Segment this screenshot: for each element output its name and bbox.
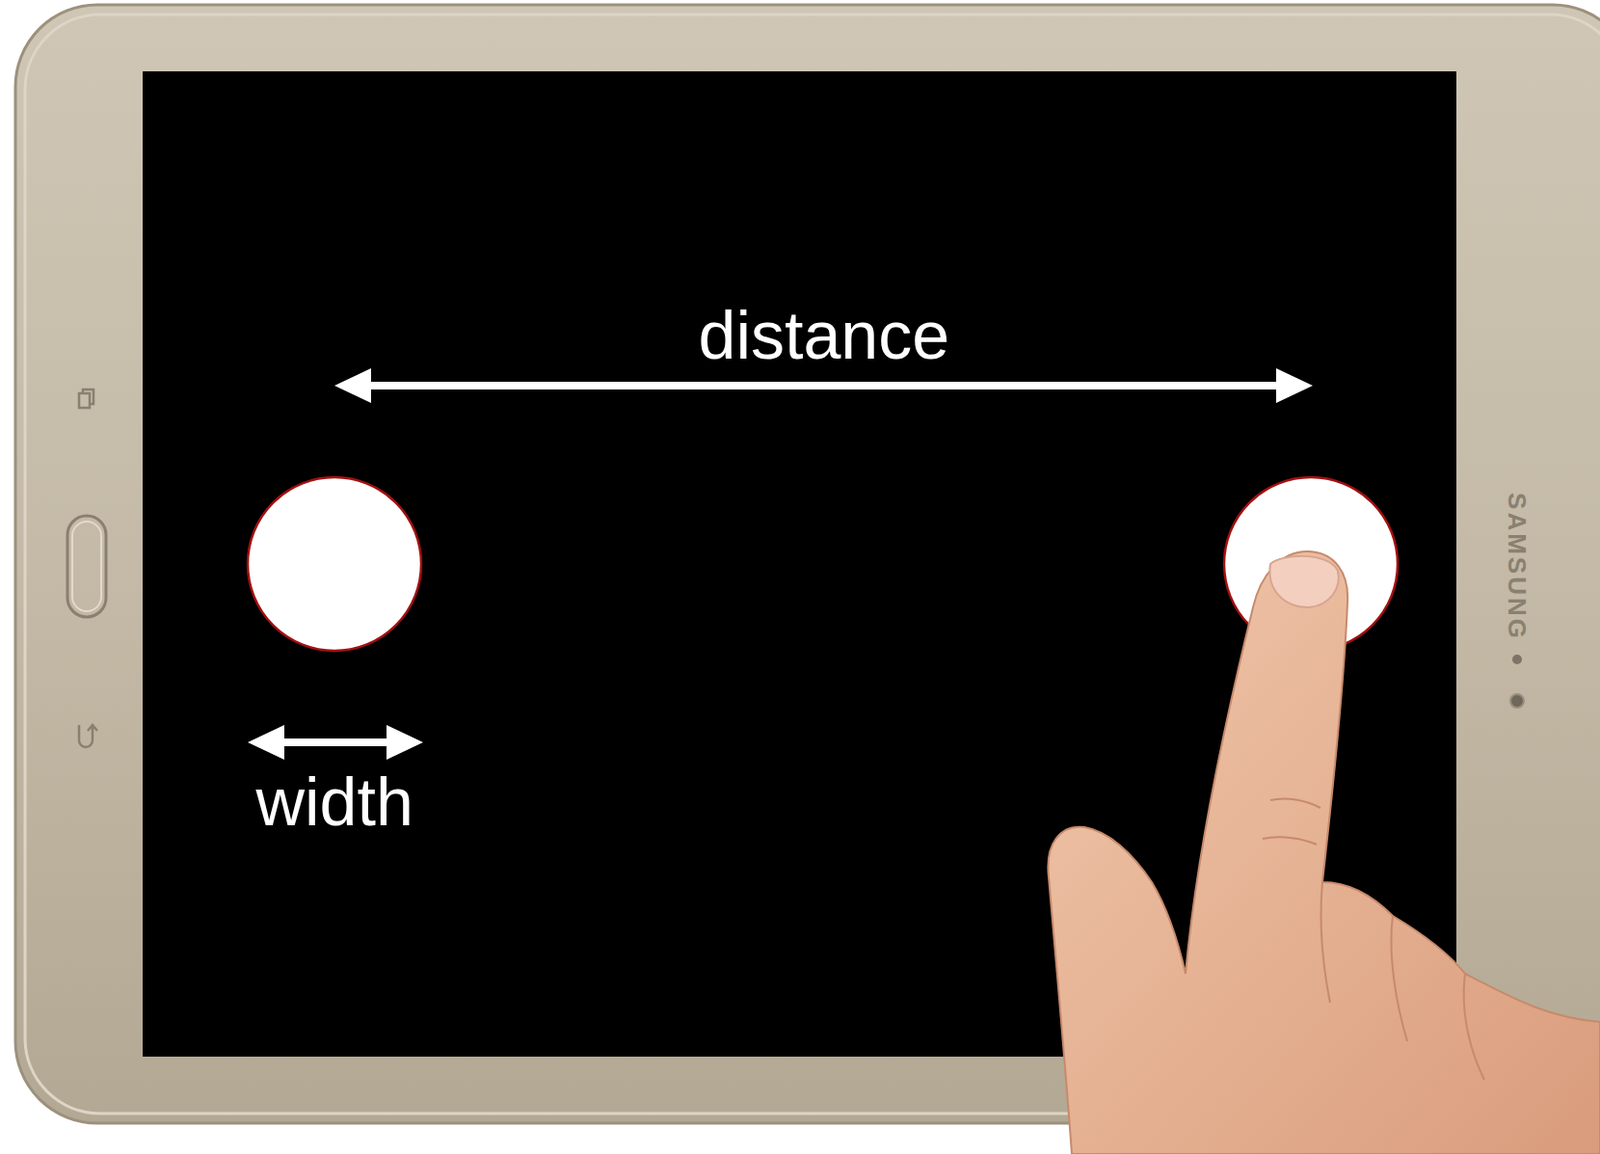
hand-creases — [1262, 798, 1485, 1080]
dimension-label: width — [256, 768, 414, 836]
brand-logo: SAMSUNG — [1504, 492, 1530, 641]
fingernail — [1269, 556, 1338, 608]
recent-apps-icon — [79, 389, 94, 408]
width-arrow — [247, 724, 424, 760]
home-button — [67, 515, 107, 617]
sensor-dot — [1512, 654, 1522, 665]
dimension-label: distance — [698, 301, 951, 370]
start-target-circle — [247, 477, 422, 651]
distance-arrow — [334, 368, 1313, 403]
home-button-rim — [72, 521, 102, 612]
pointing-hand — [1047, 551, 1600, 1154]
front-camera — [1510, 693, 1524, 708]
back-icon — [79, 724, 98, 747]
